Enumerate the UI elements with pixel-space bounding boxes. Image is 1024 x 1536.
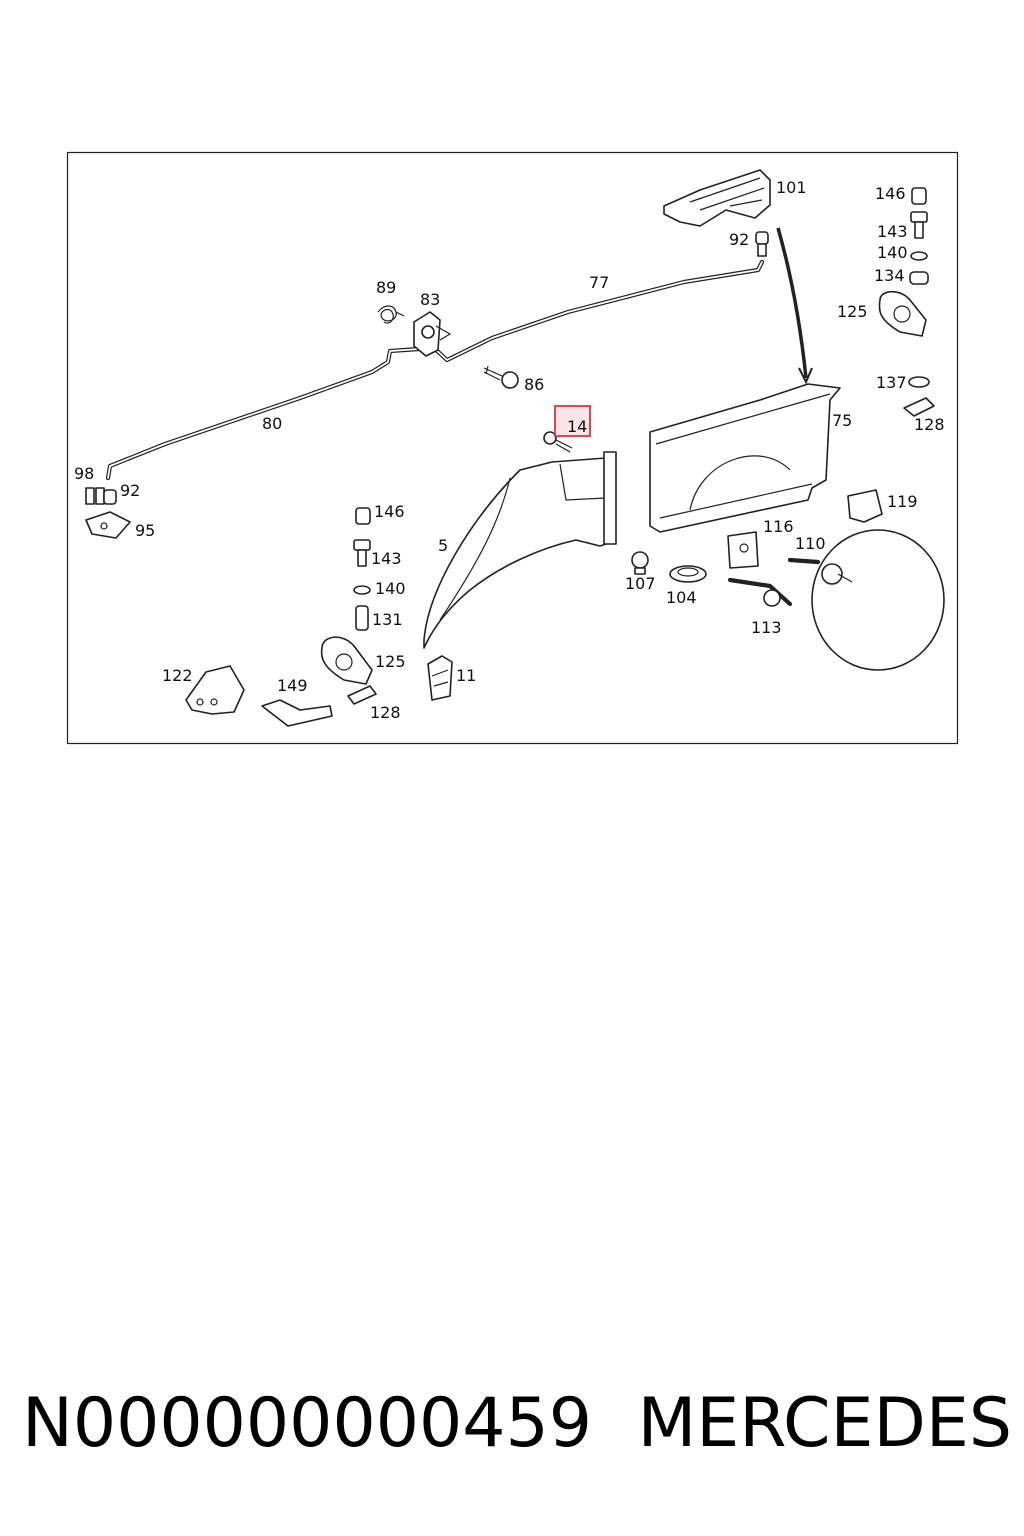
callout-label-131: 131 (372, 610, 403, 629)
brand-name: MERCEDES (637, 1383, 1012, 1463)
part-86-screw (483, 365, 519, 389)
callout-label-128: 128 (914, 415, 945, 434)
callout-label-89: 89 (376, 278, 396, 297)
callout-label-125: 125 (837, 302, 868, 321)
part-14-screw (543, 431, 573, 453)
callout-label-143: 143 (371, 549, 402, 568)
part-140-washer-left (353, 585, 371, 595)
part-75-side-trim-panel (649, 383, 841, 533)
part-140-washer-right (910, 251, 928, 261)
callout-label-75: 75 (832, 411, 852, 430)
part-134-bushing-right (909, 271, 929, 285)
callout-label-125: 125 (375, 652, 406, 671)
part-128-clip-left (347, 685, 377, 705)
part-125-loop-left (320, 636, 373, 685)
callout-label-116: 116 (763, 517, 794, 536)
callout-label-113: 113 (751, 618, 782, 637)
callout-label-14: 14 (567, 417, 587, 436)
part-number: N000000000459 (22, 1383, 593, 1463)
callout-label-137: 137 (876, 373, 907, 392)
part-92-clip (755, 231, 769, 257)
part-137-pad-right (908, 376, 930, 388)
callout-label-95: 95 (135, 521, 155, 540)
part-143-bolt-right (910, 211, 928, 239)
diagram-frame (66, 151, 959, 745)
connecting-rod (105, 259, 765, 481)
part-104-bumper (669, 565, 707, 583)
callout-label-77: 77 (589, 273, 609, 292)
callout-labels: 101 146 92 143 140 134 77 89 83 125 86 137 75 80 128 14… (74, 178, 945, 722)
exploded-parts-diagram: 101 146 92 143 140 134 77 89 83 125 86 137 75 80 128 14… (66, 151, 959, 745)
part-83-pivot-bracket (413, 311, 452, 357)
part-89-spring (377, 305, 405, 324)
callout-label-92: 92 (120, 481, 140, 500)
callout-label-11: 11 (456, 666, 476, 685)
callout-label-110: 110 (795, 534, 826, 553)
footer: N000000000459 MERCEDES (22, 1378, 1012, 1468)
part-98-pin (85, 487, 105, 505)
part-95-plate (85, 511, 131, 539)
callout-label-80: 80 (262, 414, 282, 433)
part-101-handle-bracket (663, 169, 771, 227)
callout-label-107: 107 (625, 574, 656, 593)
callout-label-5: 5 (438, 536, 448, 555)
part-125-loop-right (878, 290, 927, 337)
part-107-grommet (631, 551, 649, 575)
part-113-hold-down (727, 577, 793, 607)
part-131-sleeve (355, 605, 369, 631)
callout-label-134: 134 (874, 266, 905, 285)
callout-label-140: 140 (877, 243, 908, 262)
callout-label-119: 119 (887, 492, 918, 511)
callout-label-86: 86 (524, 375, 544, 394)
part-92-clip-left (103, 489, 117, 505)
part-110-wheel-bolt (787, 529, 945, 671)
cable (776, 227, 808, 379)
callout-label-98: 98 (74, 464, 94, 483)
callout-label-101: 101 (776, 178, 807, 197)
callout-label-140: 140 (375, 579, 406, 598)
callout-label-104: 104 (666, 588, 697, 607)
part-128-clip-right (903, 397, 935, 417)
callout-label-146: 146 (374, 502, 405, 521)
callout-label-149: 149 (277, 676, 308, 695)
part-116-plate (727, 531, 759, 569)
part-146-cap-left (355, 507, 371, 525)
highlight-box-14 (554, 405, 591, 437)
part-119-cover (847, 489, 883, 523)
callout-label-128: 128 (370, 703, 401, 722)
part-146-cap-right (911, 187, 927, 205)
part-11-bracket (427, 655, 453, 701)
callout-label-92: 92 (729, 230, 749, 249)
part-122-loop (185, 665, 245, 715)
part-143-bolt-left (353, 539, 371, 567)
callout-label-146: 146 (875, 184, 906, 203)
callout-label-143: 143 (877, 222, 908, 241)
callout-label-83: 83 (420, 290, 440, 309)
part-5-wheel-arch-panel (423, 451, 617, 649)
part-149-bracket (261, 699, 333, 727)
callout-label-122: 122 (162, 666, 193, 685)
